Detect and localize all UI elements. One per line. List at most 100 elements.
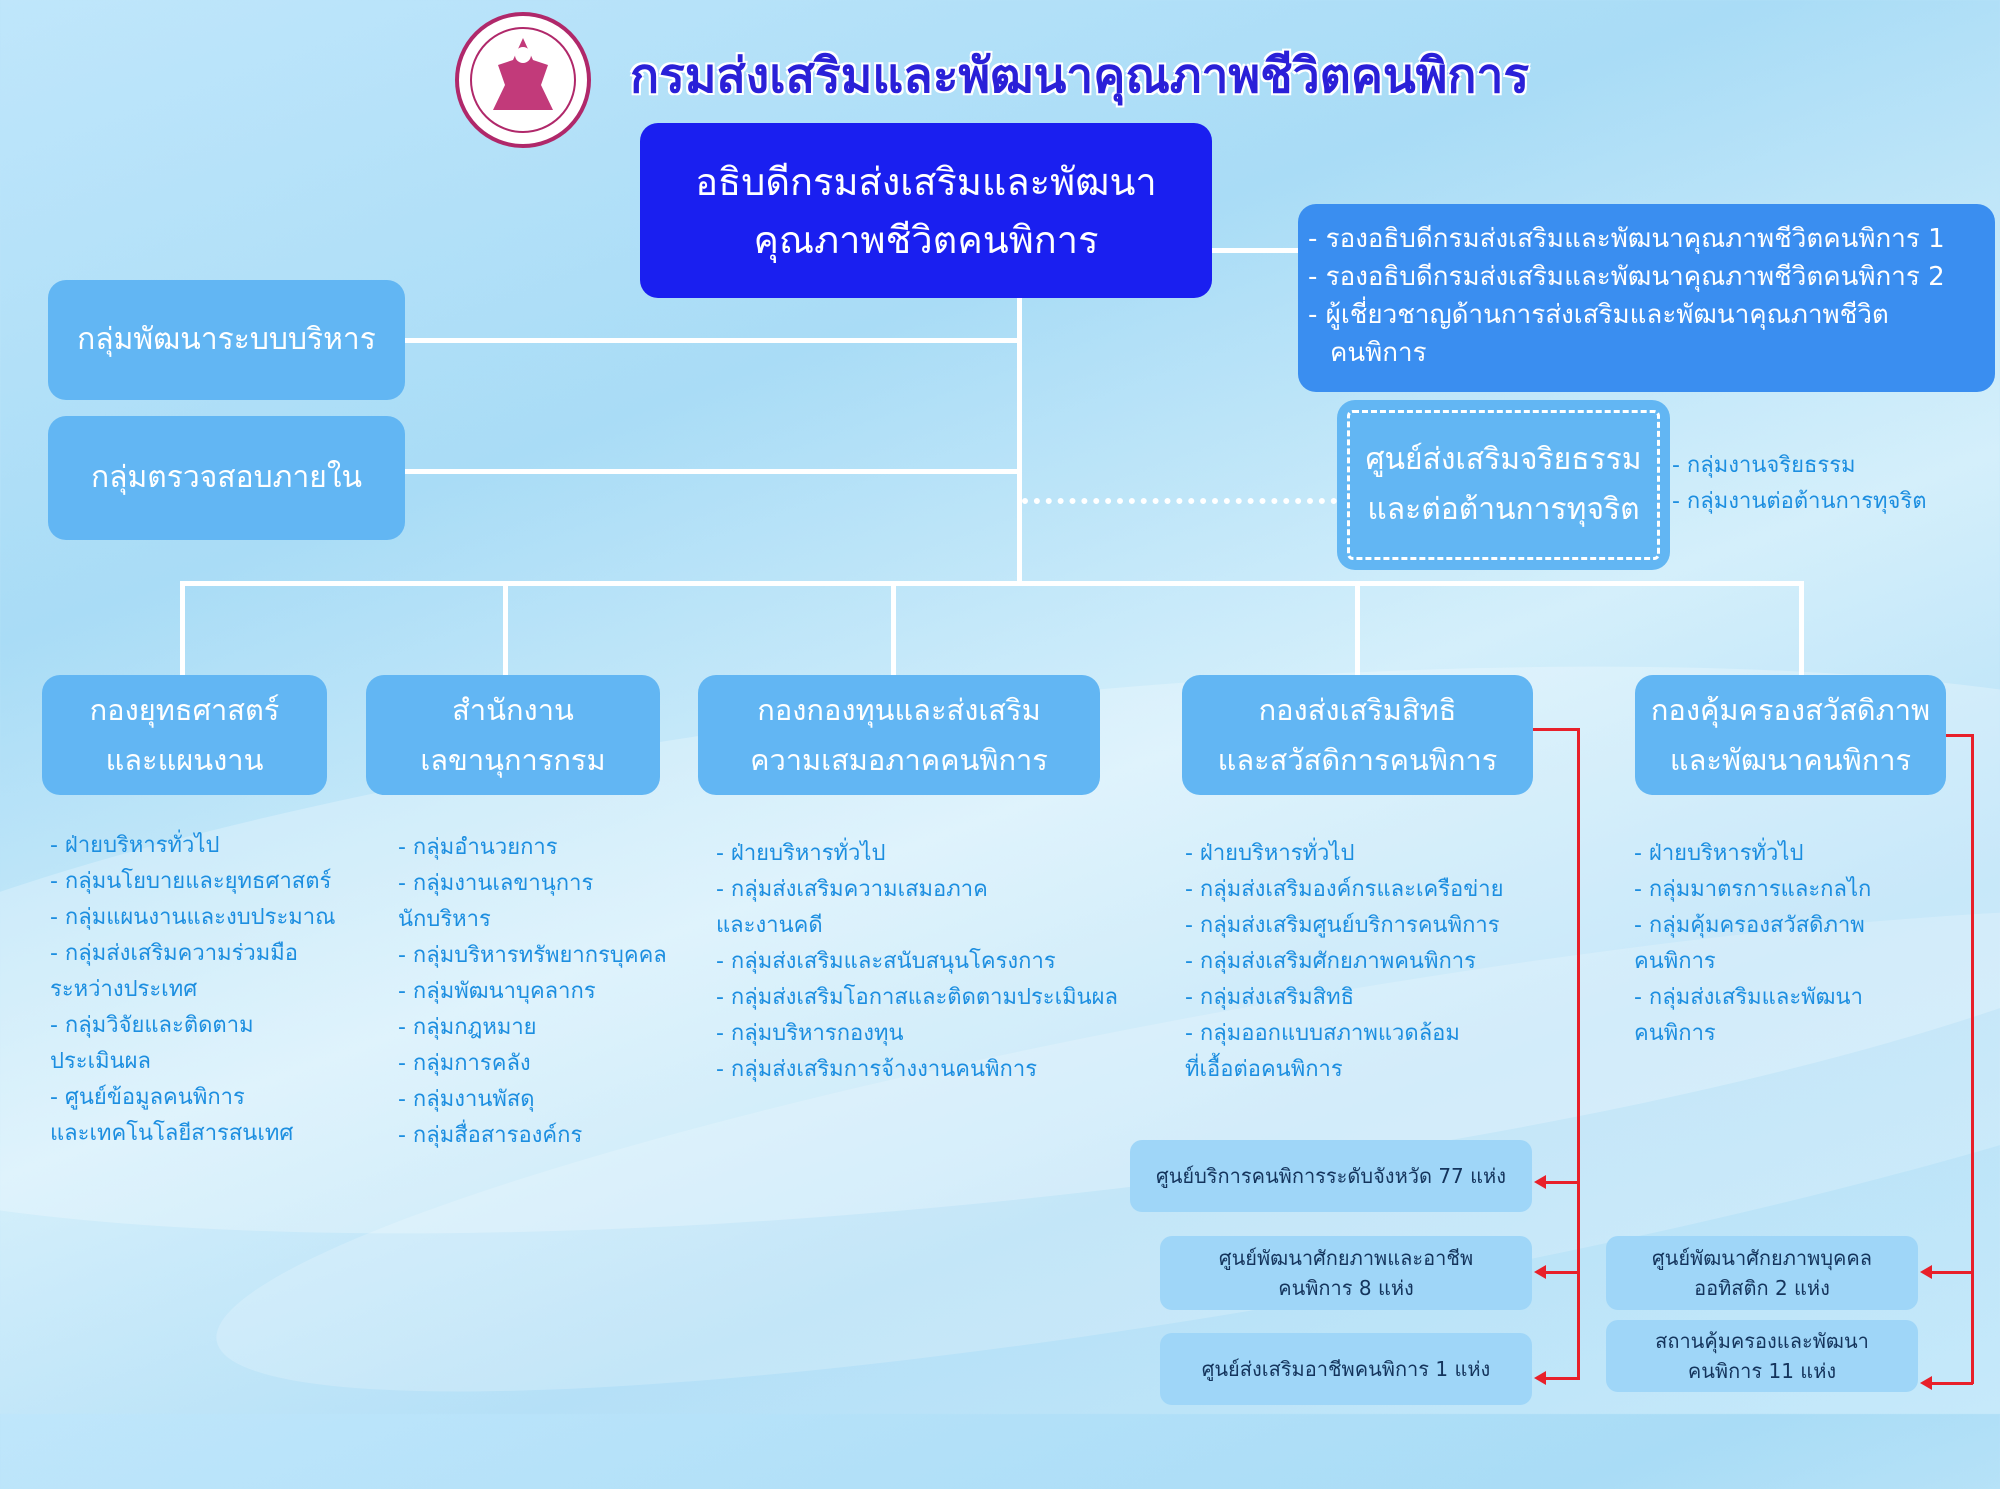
connector (180, 581, 185, 676)
connector (503, 581, 508, 676)
list-item: ที่เอื้อต่อคนพิการ (1185, 1057, 1343, 1082)
list-item: คนพิการ (1634, 1021, 1716, 1046)
list-item: - กลุ่มสื่อสารองค์กร (398, 1123, 583, 1148)
list-item: - กลุ่มส่งเสริมและพัฒนา (1634, 985, 1863, 1010)
list-item: - กลุ่มมาตรการและกลไก (1634, 877, 1872, 902)
division-title-line1: กองส่งเสริมสิทธิ (1258, 693, 1457, 727)
provincial-centers-box: ศูนย์บริการคนพิการระดับจังหวัด 77 แห่ง (1130, 1140, 1532, 1212)
unit-label: คนพิการ 11 แห่ง (1687, 1359, 1837, 1383)
audit-group-box: กลุ่มตรวจสอบภายใน (48, 416, 405, 540)
list-item: - กลุ่มส่งเสริมการจ้างงานคนพิการ (716, 1057, 1038, 1082)
dotted-connector (1022, 498, 1337, 504)
list-item: - กลุ่มวิจัยและติดตาม (50, 1013, 254, 1038)
deputy-item: - ผู้เชี่ยวชาญด้านการส่งเสริมและพัฒนาคุณ… (1308, 300, 1889, 330)
list-item: - กลุ่มส่งเสริมโอกาสและติดตามประเมินผล (716, 985, 1119, 1010)
division-title-line2: เลขานุการกรม (420, 743, 606, 777)
list-item: - กลุ่มคุ้มครองสวัสดิภาพ (1634, 913, 1865, 938)
ethics-list: - กลุ่มงานจริยธรรม - กลุ่มงานต่อต้านการท… (1672, 448, 1927, 520)
division-title-line2: ความเสมอภาคคนพิการ (750, 743, 1048, 777)
arrow-left-icon (1920, 1376, 1932, 1390)
list-item: - กลุ่มบริหารทรัพยากรบุคคล (398, 943, 667, 968)
unit-label: ศูนย์บริการคนพิการระดับจังหวัด 77 แห่ง (1156, 1164, 1506, 1188)
shelter-box: สถานคุ้มครองและพัฒนาคนพิการ 11 แห่ง (1606, 1320, 1918, 1392)
red-connector (1545, 1181, 1579, 1184)
division-unit-list: - ฝ่ายบริหารทั่วไป - กลุ่มนโยบายและยุทธศา… (50, 828, 336, 1152)
division-title-line2: และพัฒนาคนพิการ (1669, 743, 1912, 777)
unit-label: คนพิการ 8 แห่ง (1278, 1276, 1414, 1300)
division-title-line1: สำนักงาน (452, 693, 574, 727)
list-item: - กลุ่มบริหารกองทุน (716, 1021, 904, 1046)
department-logo (455, 12, 591, 148)
red-connector (1931, 1382, 1973, 1385)
list-item: และเทคโนโลยีสารสนเทศ (50, 1121, 294, 1146)
list-item: - ฝ่ายบริหารทั่วไป (716, 841, 886, 866)
list-item: - กลุ่มงานต่อต้านการทุจริต (1672, 489, 1927, 514)
deputy-item: - รองอธิบดีกรมส่งเสริมและพัฒนาคุณภาพชีวิ… (1308, 224, 1945, 254)
list-item: - กลุ่มส่งเสริมสิทธิ (1185, 985, 1355, 1010)
division-unit-list: - ฝ่ายบริหารทั่วไป - กลุ่มส่งเสริมความเส… (716, 836, 1118, 1088)
deputies-box: - รองอธิบดีกรมส่งเสริมและพัฒนาคุณภาพชีวิ… (1298, 204, 1995, 392)
division-box: กองยุทธศาสตร์และแผนงาน (42, 675, 327, 795)
audit-label: กลุ่มตรวจสอบภายใน (90, 460, 363, 495)
list-item: - กลุ่มงานจริยธรรม (1672, 453, 1856, 478)
list-item: - กลุ่มกฎหมาย (398, 1015, 537, 1040)
ethics-center-box: ศูนย์ส่งเสริมจริยธรรม และต่อต้านการทุจริ… (1337, 400, 1670, 570)
unit-label: ศูนย์พัฒนาศักยภาพบุคคล (1651, 1246, 1873, 1270)
director-title-line2: คุณภาพชีวิตคนพิการ (753, 217, 1099, 262)
division-box: กองส่งเสริมสิทธิและสวัสดิการคนพิการ (1182, 675, 1533, 795)
red-connector (1931, 1271, 1973, 1274)
red-connector (1946, 734, 1974, 737)
arrow-left-icon (1920, 1265, 1932, 1279)
career-center-box: ศูนย์ส่งเสริมอาชีพคนพิการ 1 แห่ง (1160, 1333, 1532, 1405)
red-connector (1545, 1377, 1579, 1380)
unit-label: ศูนย์ส่งเสริมอาชีพคนพิการ 1 แห่ง (1201, 1357, 1491, 1381)
list-item: - กลุ่มงานพัสดุ (398, 1087, 535, 1112)
list-item: - กลุ่มส่งเสริมความร่วมมือ (50, 941, 298, 966)
list-item: และงานคดี (716, 913, 823, 938)
list-item: - กลุ่มนโยบายและยุทธศาสตร์ (50, 869, 332, 894)
ethics-line2: และต่อต้านการทุจริต (1367, 492, 1640, 527)
deputy-item: คนพิการ (1330, 338, 1427, 368)
connector (1017, 298, 1022, 585)
red-connector (1545, 1271, 1579, 1274)
list-item: - กลุ่มออกแบบสภาพแวดล้อม (1185, 1021, 1460, 1046)
list-item: - ศูนย์ข้อมูลคนพิการ (50, 1085, 245, 1110)
ethics-line1: ศูนย์ส่งเสริมจริยธรรม (1365, 442, 1642, 477)
arrow-left-icon (1534, 1371, 1546, 1385)
list-item: คนพิการ (1634, 949, 1716, 974)
division-title-line2: และสวัสดิการคนพิการ (1217, 743, 1498, 777)
list-item: - กลุ่มแผนงานและงบประมาณ (50, 905, 336, 930)
list-item: - ฝ่ายบริหารทั่วไป (1185, 841, 1355, 866)
division-title-line2: และแผนงาน (105, 743, 264, 777)
list-item: - กลุ่มส่งเสริมความเสมอภาค (716, 877, 988, 902)
list-item: ระหว่างประเทศ (50, 977, 198, 1002)
division-box: กองคุ้มครองสวัสดิภาพและพัฒนาคนพิการ (1635, 675, 1946, 795)
dashed-border (1347, 410, 1660, 560)
list-item: - กลุ่มส่งเสริมและสนับสนุนโครงการ (716, 949, 1056, 974)
list-item: - กลุ่มส่งเสริมองค์กรและเครือข่าย (1185, 877, 1504, 902)
division-unit-list: - กลุ่มอำนวยการ- กลุ่มงานเลขานุการ นักบร… (398, 830, 667, 1154)
connector (405, 338, 1019, 343)
admin-dev-group-box: กลุ่มพัฒนาระบบบริหาร (48, 280, 405, 400)
autism-centers-box: ศูนย์พัฒนาศักยภาพบุคคลออทิสติก 2 แห่ง (1606, 1236, 1918, 1310)
page-title: กรมส่งเสริมและพัฒนาคุณภาพชีวิตคนพิการ (630, 48, 1530, 104)
admin-dev-label: กลุ่มพัฒนาระบบบริหาร (77, 322, 376, 357)
division-unit-list: - ฝ่ายบริหารทั่วไป - กลุ่มส่งเสริมองค์กรแ… (1185, 836, 1504, 1088)
unit-label: ออทิสติก 2 แห่ง (1694, 1276, 1830, 1300)
division-title-line1: กองคุ้มครองสวัสดิภาพ (1650, 693, 1931, 727)
list-item: - ฝ่ายบริหารทั่วไป (50, 833, 220, 858)
connector (1799, 581, 1804, 676)
red-connector (1577, 728, 1580, 1380)
list-item: - กลุ่มส่งเสริมศักยภาพคนพิการ (1185, 949, 1476, 974)
list-item: ประเมินผล (50, 1049, 152, 1074)
division-title-line1: กองยุทธศาสตร์ (89, 693, 280, 727)
red-connector (1533, 728, 1580, 731)
list-item: นักบริหาร (398, 907, 491, 932)
connector (891, 581, 896, 676)
division-box: กองกองทุนและส่งเสริมความเสมอภาคคนพิการ (698, 675, 1100, 795)
director-title-line1: อธิบดีกรมส่งเสริมและพัฒนา (695, 159, 1157, 204)
list-item: - กลุ่มงานเลขานุการ (398, 871, 594, 896)
connector (1355, 581, 1360, 676)
connector (405, 469, 1019, 474)
list-item: - กลุ่มส่งเสริมศูนย์บริการคนพิการ (1185, 913, 1500, 938)
